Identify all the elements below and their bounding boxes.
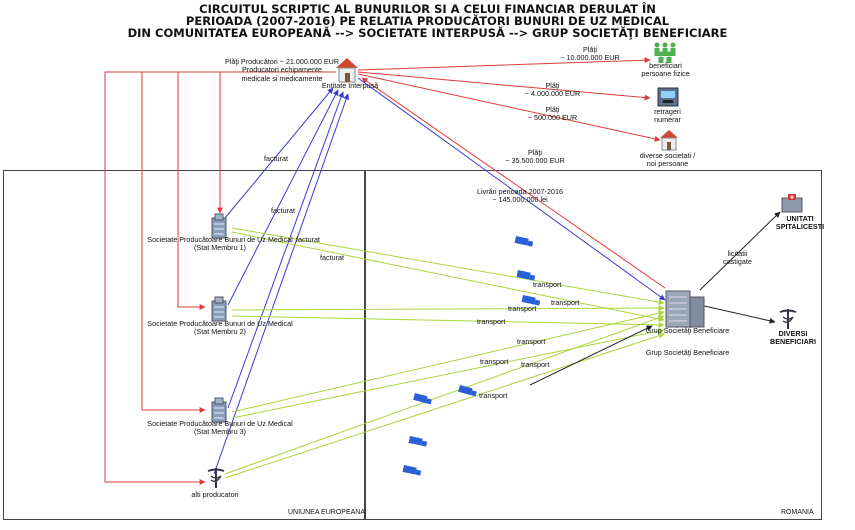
invoice-flows: [213, 77, 666, 475]
licitatii-label: licitatii castigate: [723, 249, 752, 267]
atm-icon: [657, 87, 679, 107]
money-edge-soc3: [141, 72, 206, 413]
money-edge-pf: [357, 57, 651, 71]
title-line-3: DIN COMUNITATEA EUROPEANĂ --> SOCIETATE …: [127, 26, 728, 40]
diversi-label: DIVERSI BENEFICIARI: [770, 329, 816, 347]
transport-edge-2: [231, 231, 665, 322]
facturat-label-4: facturat: [320, 253, 344, 262]
plati-4-label: Plăţi ~ 35.500.000 EUR: [505, 148, 565, 166]
soc2-building-icon: [211, 296, 227, 322]
transport-edge-7: [224, 315, 665, 475]
soc3-label: Societate Producătoare Bunuri de Uz Medi…: [147, 419, 293, 437]
people-icon: [654, 42, 676, 63]
soc2-label: Societate Producătoare Bunuri de Uz Medi…: [147, 319, 293, 337]
transport-label-8: transport: [479, 391, 508, 400]
edge-grup-unitati: [699, 211, 781, 291]
diverse-label: diverse societati / noi persoane: [639, 151, 696, 169]
transport-label-1: transport: [533, 280, 562, 289]
money-flows: [104, 57, 666, 485]
edge-grup-diversi: [699, 304, 776, 324]
retrageri-label: retrageri numerar: [654, 107, 681, 125]
truck-icon: [458, 385, 477, 397]
black-flows: [529, 211, 781, 386]
transport-edge-8: [224, 332, 665, 479]
romania-region-label: ROMANIA: [781, 509, 814, 516]
entitate-label: Entitate Interpusă: [321, 81, 379, 90]
eu-region: [3, 170, 365, 520]
plati-2-label: Plăţi ~ 4.000.000 EUR: [524, 81, 581, 99]
diverse-house-icon: [660, 130, 678, 151]
money-edge-diverse: [357, 73, 661, 142]
transport-edge-3: [231, 305, 665, 312]
grup-building-icon: [665, 290, 705, 328]
invoice-edge-soc2: [227, 89, 339, 306]
entitate-house-icon: [336, 58, 358, 83]
eu-region-label: UNIUNEA EUROPEANA: [288, 509, 366, 516]
truck-icon: [516, 270, 536, 281]
grup-label-2: Grup Societăţi Beneficiare: [645, 348, 730, 357]
transport-label-3: transport: [508, 304, 537, 313]
transport-label-5: transport: [517, 337, 546, 346]
unitati-label: UNITATI SPITALICESTI: [775, 214, 825, 232]
transport-edge-5: [231, 310, 665, 413]
truck-icon: [521, 295, 541, 306]
plati-1-label: Plăţi ~ 10.000.000 EUR: [560, 45, 620, 63]
money-edge-grup-entitate: [361, 77, 666, 289]
plati-3-label: Plăţi ~ 500.000 EUR: [527, 105, 578, 123]
edge-trucks-grup: [529, 325, 653, 386]
transport-label-2: transport: [551, 298, 580, 307]
invoice-edge-soc3: [227, 91, 344, 409]
transport-label-6: transport: [521, 360, 550, 369]
soc1-label: Societate Producătoare Bunuri de Uz Medi…: [147, 235, 293, 253]
alti-producatori-label: alti producatori: [191, 490, 239, 499]
romania-region: [365, 170, 822, 520]
invoice-edge-livrari: [357, 77, 666, 301]
transport-label-7: transport: [480, 357, 509, 366]
truck-icon: [408, 436, 428, 447]
money-edge-soc2: [177, 72, 206, 310]
money-edge-retrageri: [357, 71, 651, 101]
transport-edge-4: [231, 315, 665, 328]
facturat-label-1: facturat: [264, 154, 288, 163]
trucks: [402, 236, 541, 476]
title-line-1: CIRCUITUL SCRIPTIC AL BUNURILOR SI A CEL…: [199, 2, 656, 16]
livrari-label: Livrări perioada 2007-2016 ~ 145.000.000…: [477, 187, 563, 205]
transport-edge-6: [231, 328, 665, 419]
invoice-edge-soc1: [224, 87, 334, 219]
transport-flows: [224, 227, 665, 479]
diversi-caduceus-icon: [779, 309, 797, 329]
transport-edge-1: [231, 227, 665, 306]
facturat-label-2: facturat: [271, 206, 295, 215]
alti-caduceus-icon: [207, 468, 225, 488]
soc3-building-icon: [211, 397, 227, 423]
grup-label: Grup Societăţi Beneficiare: [645, 326, 730, 335]
facturat-label-3: facturat: [296, 235, 320, 244]
title-line-2: PERIOADA (2007-2016) PE RELATIA PRODUCĂT…: [185, 14, 670, 28]
hospital-icon: [781, 194, 803, 213]
soc1-building-icon: [211, 213, 227, 239]
transport-label-4: transport: [477, 317, 506, 326]
truck-icon: [402, 465, 422, 476]
truck-icon: [514, 236, 534, 247]
truck-icon: [413, 393, 432, 405]
plati-producatori-label: Plăţi Producători ~ 21.000.000 EUR Produ…: [224, 57, 340, 83]
persoane-fizice-label: beneficiari persoane fizice: [641, 61, 690, 79]
